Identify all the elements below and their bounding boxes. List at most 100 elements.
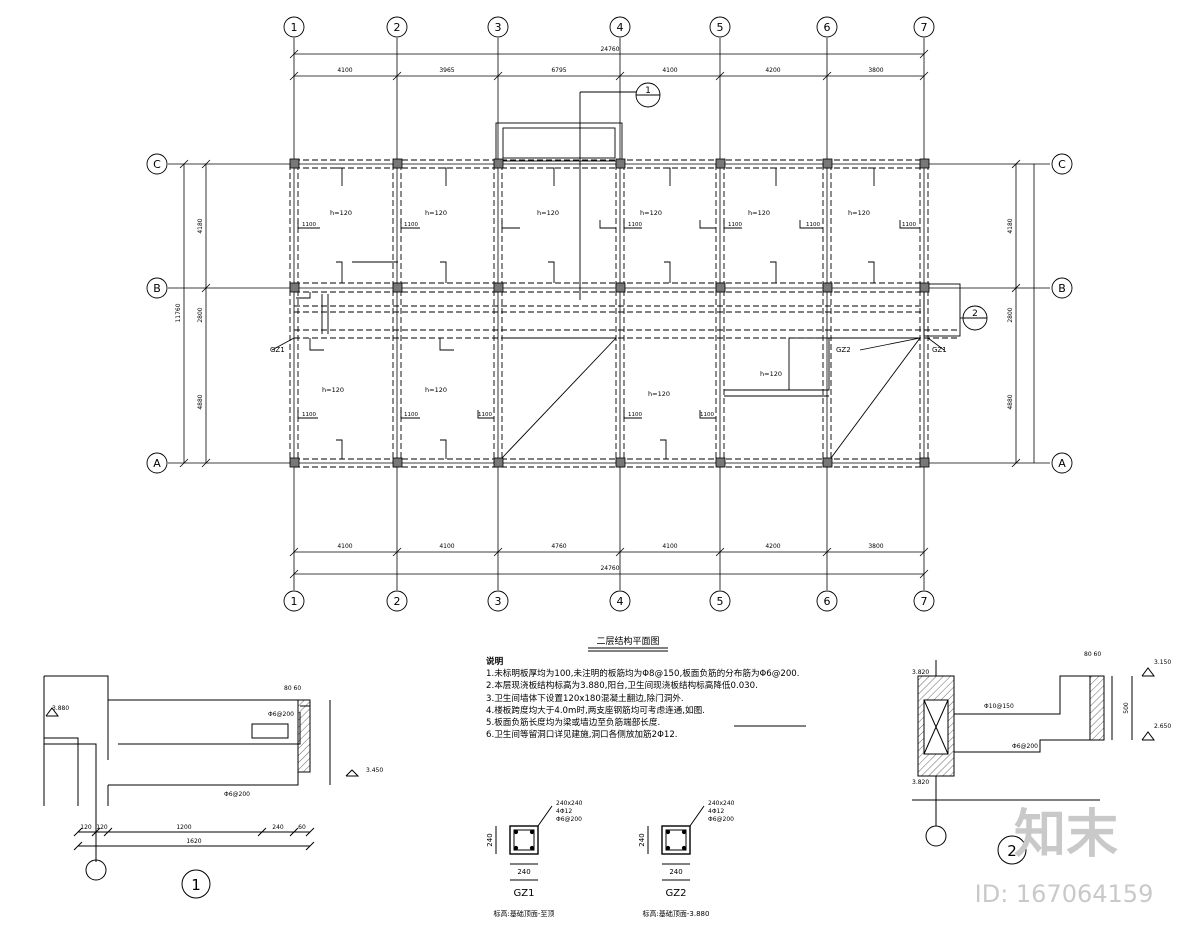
dim-bottom-1: 120 [80,824,92,831]
gz2-stirrup: Φ6@200 [708,816,734,823]
dim-top: 80 60 [284,685,301,692]
bottom-dimension-lines [289,547,929,579]
dim-bottom-total: 24760 [600,565,619,572]
rebar-1: Φ10@150 [984,703,1014,710]
slab-label: h=120 [648,390,670,398]
dim-left-3: 4880 [197,394,204,409]
slab-label: h=120 [425,209,447,217]
section-gz2 [647,805,705,881]
axis-bubbles [146,16,1073,612]
slab-label: h=120 [848,209,870,217]
detail-1 [43,675,360,899]
rebar-length: 1100 [302,412,316,418]
dim-right: 500 [1123,702,1130,714]
slab-label: h=120 [330,209,352,217]
elev-bottom: 2.650 [1154,723,1171,730]
leaders [271,337,945,351]
dim-left-1: 4180 [197,218,204,233]
dim-bottom-2: 4100 [439,543,454,550]
axis-top-5: 5 [717,21,724,34]
detail-1-label: 1 [191,876,201,894]
rebar-label: Φ6@200 [268,711,294,718]
rebar-length: 1100 [700,412,714,418]
detail-2-label: 2 [1007,842,1017,860]
elev-left-2: 3.820 [912,779,929,786]
gz2-dim-side: 240 [638,833,646,846]
dim-top: 80 60 [1084,651,1101,658]
axis-top-7: 7 [921,21,928,34]
axis-top-6: 6 [824,21,831,34]
dim-total: 1620 [186,838,201,845]
dim-bottom-5: 4200 [765,543,780,550]
gz2-caption: 标高:基础顶面-3.880 [643,909,710,918]
gz2-size: 240x240 [708,800,735,807]
axis-bottom-3: 3 [495,595,502,608]
grid-lines-horizontal [168,163,1050,464]
rebar-length: 1100 [728,222,742,228]
gz1-stirrup: Φ6@200 [556,816,582,823]
notes-heading: 说明 [486,657,504,667]
dim-right-1: 4180 [1007,218,1014,233]
elev-left: 3.880 [52,705,69,712]
dim-top-1: 4100 [337,67,352,74]
rebar-length: 1100 [806,222,820,228]
watermark-id: ID: 167064159 [975,880,1154,908]
note-line: 1.未标明板厚均为100,未注明的板筋均为Φ8@150,板面负筋的分布筋为Φ6@… [486,669,800,680]
note-line: 2.本层现浇板结构标高为3.880,阳台,卫生间现浇板结构标高降低0.030. [486,681,758,692]
notes-block: 说明 1.未标明板厚均为100,未注明的板筋均为Φ8@150,板面负筋的分布筋为… [486,656,816,741]
dim-bottom-6: 3800 [868,543,883,550]
note-line: 4.楼板跨度均大于4.0m时,两支座钢筋均可考虑连通,如图. [486,705,705,716]
section-callouts [635,82,988,331]
side-dimension-lines [179,159,1035,468]
dim-left-2: 2800 [197,307,204,322]
slab-label: h=120 [322,386,344,394]
dim-bottom-2: 120 [96,824,108,831]
detail-2 [912,660,1155,865]
toilet-area [724,337,830,397]
section-gz1 [495,805,553,881]
dim-bottom-3: 4760 [551,543,566,550]
elev-left-1: 3.820 [912,669,929,676]
dim-bottom-4: 4100 [662,543,677,550]
dim-top-3: 6795 [551,67,566,74]
axis-bottom-6: 6 [824,595,831,608]
axis-bottom-4: 4 [617,595,624,608]
gz1-caption: 标高:基础顶面-至顶 [494,909,555,918]
elev-top: 3.150 [1154,659,1171,666]
axis-left-B: B [153,282,161,295]
axis-top-3: 3 [495,21,502,34]
axis-right-A: A [1058,457,1066,470]
axis-top-1: 1 [291,21,298,34]
top-dimension-lines [289,49,929,81]
plan-text: 1 2 3 4 5 6 7 1 2 3 4 5 6 7 C B A C B A … [153,21,1066,608]
dim-bottom-4: 240 [272,824,284,831]
gz2-name: GZ2 [666,888,687,899]
dim-bottom-5: 60 [298,824,306,831]
gz1-label-right: GZ1 [932,346,947,354]
axis-right-C: C [1058,158,1066,171]
dim-top-5: 4200 [765,67,780,74]
note-line: 6.卫生间等留洞口详见建施,洞口各侧放加筋2Φ12. [486,730,678,741]
dim-right-3: 4880 [1007,394,1014,409]
dim-bottom-1: 4100 [337,543,352,550]
axis-bottom-2: 2 [394,595,401,608]
beams [289,159,960,468]
dim-top-total: 24760 [600,46,619,53]
watermark-logo: 知末 [1014,805,1118,865]
note-line: 5.板面负筋长度均为梁或墙边至负筋端部长度. [486,718,661,729]
slab-label: h=120 [760,370,782,378]
axis-top-2: 2 [394,21,401,34]
rebar-length: 1100 [478,412,492,418]
top-balcony [495,91,636,300]
axis-right-B: B [1058,282,1066,295]
gz1-size: 240x240 [556,800,583,807]
dim-left-total: 11760 [175,303,182,322]
detail-2-text: 3.150 2.650 3.820 3.820 80 60 Φ10@150 Φ6… [912,651,1171,860]
notes-title: 二层结构平面图 [596,635,659,647]
axis-bottom-5: 5 [717,595,724,608]
dim-top-6: 3800 [868,67,883,74]
rebar-length: 1100 [902,222,916,228]
columns [289,158,930,468]
grid-lines-vertical [293,38,925,590]
